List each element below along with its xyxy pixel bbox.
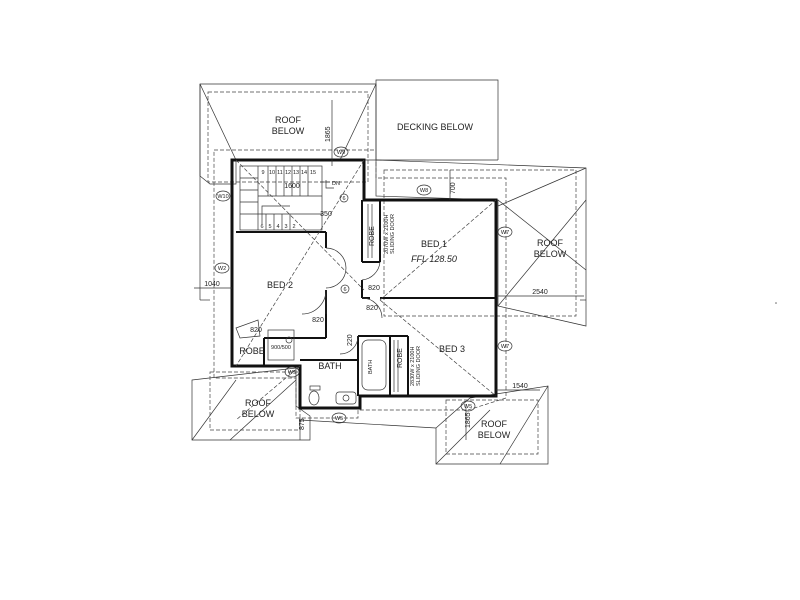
window-tag-w8: W8 xyxy=(420,188,428,194)
dim-350: 350 xyxy=(320,211,332,218)
decking-below-label: DECKING BELOW xyxy=(397,122,474,132)
stair-number: 15 xyxy=(310,170,316,176)
window-tag-w10: W10 xyxy=(217,194,228,200)
bed3-label: BED 3 xyxy=(439,344,465,354)
decking-area xyxy=(375,79,499,161)
door-mark-a: 6 xyxy=(342,196,345,202)
dim-1540: 1540 xyxy=(512,383,528,390)
roof-below-top-label-2: BELOW xyxy=(272,126,305,136)
window-tag-w5-a: W5 xyxy=(464,404,472,410)
ffl-label: FFL 128.50 xyxy=(411,254,457,264)
window-tag-w5-b: W5 xyxy=(335,416,343,422)
scan-speck xyxy=(775,302,777,304)
stair-number: 3 xyxy=(284,224,287,230)
stair-number: 14 xyxy=(301,170,307,176)
window-tag-w5-c: W5 xyxy=(288,370,296,376)
sliding-door-bed3-type: SLIDING DOOR xyxy=(416,346,422,386)
sliding-door-bed1-size: 2070W x 2100H xyxy=(384,215,390,254)
bed2-label: BED 2 xyxy=(267,280,293,290)
dim-220: 220 xyxy=(347,334,354,346)
roof-top-left xyxy=(199,83,377,300)
window-tag-w7-b: W7 xyxy=(501,344,509,350)
robe-bed2-label: ROBE xyxy=(239,346,265,356)
robe-bed3-label: ROBE xyxy=(397,348,404,368)
basin xyxy=(335,391,357,405)
stair-numbers-lower: 6 5 4 3 2 xyxy=(260,224,295,230)
roof-below-right-label-2: BELOW xyxy=(534,249,567,259)
roof-below-bl-label: ROOF xyxy=(245,398,272,408)
sliding-door-bed1-type: SLIDING DOOR xyxy=(390,214,396,254)
dim-1600: 1600 xyxy=(284,183,300,190)
robe-bed1-label: ROBE xyxy=(369,226,376,246)
window-tag-w9: W9 xyxy=(337,150,345,156)
roof-below-right-label: ROOF xyxy=(537,238,564,248)
dim-1040: 1040 xyxy=(204,281,220,288)
construction-lines xyxy=(194,100,584,440)
staircase xyxy=(239,165,334,231)
bathtub xyxy=(361,339,387,391)
window-tag-w7-a: W7 xyxy=(501,230,509,236)
interior-walls xyxy=(236,200,496,396)
stair-number: 9 xyxy=(261,170,264,176)
stair-number: 2 xyxy=(292,224,295,230)
roof-bottom-right xyxy=(435,385,549,465)
dim-875: 875 xyxy=(299,418,306,430)
door-swings xyxy=(301,247,383,355)
bed1-label: BED 1 xyxy=(421,239,447,249)
sliding-doors xyxy=(235,204,399,392)
door-mark-b: 6 xyxy=(343,287,346,293)
stair-number: 10 xyxy=(269,170,275,176)
stair-number: 4 xyxy=(276,224,279,230)
exterior-walls xyxy=(230,158,498,410)
stair-number: 11 xyxy=(277,170,283,176)
vanity-label: 900/500 xyxy=(271,345,291,351)
vanity xyxy=(267,329,295,361)
roof-right xyxy=(375,159,587,327)
dim-820-a: 820 xyxy=(368,285,380,292)
dim-820-c: 820 xyxy=(312,317,324,324)
eaves-line xyxy=(213,149,507,419)
roof-below-br-label: ROOF xyxy=(481,419,508,429)
stair-number: 13 xyxy=(293,170,299,176)
down-label: DN xyxy=(332,181,340,187)
dim-820-b: 820 xyxy=(366,305,378,312)
bath-label: BATH xyxy=(318,361,341,371)
stair-number: 12 xyxy=(285,170,291,176)
dim-1865: 1865 xyxy=(325,126,332,142)
stair-numbers-upper: 9 10 11 12 13 14 15 xyxy=(261,170,316,176)
stair-number: 6 xyxy=(260,224,263,230)
dim-820-d: 820 xyxy=(250,327,262,334)
roof-below-br-label-2: BELOW xyxy=(478,430,511,440)
sliding-door-bed3-size: 2830W x 2100H xyxy=(410,347,416,386)
roof-below-bl-label-2: BELOW xyxy=(242,409,275,419)
dim-700: 700 xyxy=(450,182,457,194)
stair-number: 5 xyxy=(268,224,271,230)
window-tag-w2: W2 xyxy=(218,266,226,272)
dim-2540: 2540 xyxy=(532,289,548,296)
bathroom-fixtures xyxy=(267,329,387,406)
toilet xyxy=(308,390,320,406)
window-tag-shapes xyxy=(214,146,513,424)
roof-below-top-label: ROOF xyxy=(275,115,302,125)
dim-1865-b: 1865 xyxy=(465,412,472,428)
bathtub-label: BATH xyxy=(368,360,374,374)
